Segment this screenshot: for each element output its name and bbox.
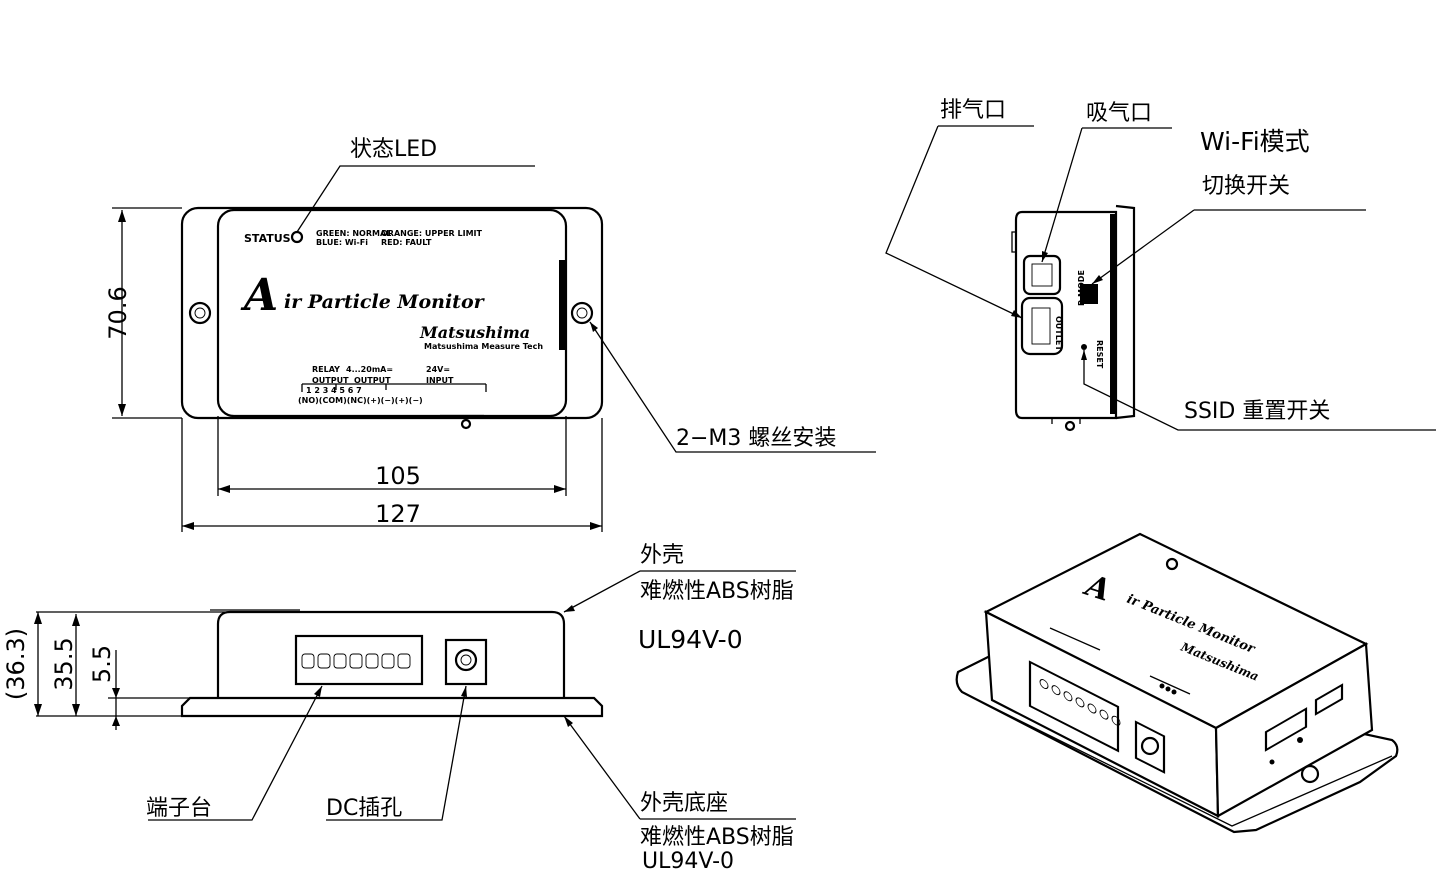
svg-text:RESET: RESET xyxy=(1095,340,1104,369)
ssid-reset-label: SSID 重置开关 xyxy=(1184,399,1330,424)
input-text: INPUT xyxy=(426,376,454,385)
iso-exhaust xyxy=(1264,707,1308,752)
exhaust-label: 排气口 xyxy=(940,98,1006,123)
product-logo-a: A xyxy=(240,270,278,321)
side-view: OUTLET P-MODE RESET 排气口 吸气口 Wi-Fi模式 切换开关… xyxy=(885,98,1436,432)
iso-intake xyxy=(1314,683,1344,716)
dim-case-height: 35.5 xyxy=(50,637,78,690)
mount-hole-left xyxy=(188,301,212,325)
legend-red: RED: FAULT xyxy=(381,238,432,247)
voltage-text: 24V= xyxy=(426,365,450,374)
dc-jack xyxy=(444,638,488,686)
output-text-1: OUTPUT xyxy=(312,376,349,385)
top-view: STATUS GREEN: NORMAL ORANGE: UPPER LIMIT… xyxy=(104,137,876,532)
legend-green: GREEN: NORMAL xyxy=(316,229,391,238)
svg-text:P-MODE: P-MODE xyxy=(1077,270,1086,306)
brand-sub: Matsushima Measure Tech xyxy=(424,342,543,351)
mount-hole-right xyxy=(570,301,594,325)
relay-text: RELAY xyxy=(312,365,340,374)
mount-label: 2−M3 螺丝安装 xyxy=(676,426,836,451)
side-window xyxy=(559,260,566,350)
base-material: 难燃性ABS树脂 xyxy=(640,825,794,850)
dc-jack-label: DC插孔 xyxy=(326,796,402,821)
case-title: 外壳 xyxy=(640,543,684,568)
iso-dc-jack xyxy=(1134,720,1166,774)
status-led-label: 状态LED xyxy=(350,137,437,162)
base-title: 外壳底座 xyxy=(640,791,728,816)
ssid-reset-button xyxy=(1081,344,1087,350)
front-case xyxy=(216,610,566,698)
wifi-switch xyxy=(1080,284,1098,304)
iso-base xyxy=(955,652,1399,834)
legend-blue: BLUE: Wi-Fi xyxy=(316,238,368,247)
case-grade: UL94V-0 xyxy=(638,625,743,654)
base-grade: UL94V-0 xyxy=(642,849,734,874)
iso-terminal-block xyxy=(1028,660,1120,753)
legend-orange: ORANGE: UPPER LIMIT xyxy=(381,229,483,238)
side-case xyxy=(1014,210,1118,420)
product-logo-name: ir Particle Monitor xyxy=(284,291,486,313)
isometric-view: A ir Particle Monitor Matsushima xyxy=(955,532,1399,834)
iso-right xyxy=(1214,642,1374,818)
output-text-2: OUTPUT xyxy=(354,376,391,385)
exhaust-port xyxy=(1020,296,1064,356)
current-text: 4...20mA= xyxy=(346,365,393,374)
intake-label: 吸气口 xyxy=(1086,101,1152,126)
svg-text:(NO)(COM)(NC)(+)(−)(+)(−): (NO)(COM)(NC)(+)(−)(+)(−) xyxy=(298,396,423,405)
dim-height: 70.6 xyxy=(104,286,132,339)
terminal-slots xyxy=(301,653,411,669)
front-base xyxy=(180,696,604,718)
wifi-mode-label-1: Wi-Fi模式 xyxy=(1200,127,1310,156)
terminal-numbers: 1 2 3 4 5 6 7 xyxy=(306,386,362,395)
dim-total-height: (36.3) xyxy=(2,628,30,700)
dim-inner-width: 105 xyxy=(375,462,421,490)
status-text: STATUS xyxy=(244,232,291,245)
terminal-label: 端子台 xyxy=(146,796,212,821)
svg-text:OUTLET: OUTLET xyxy=(1054,316,1063,351)
dim-base-height: 5.5 xyxy=(88,645,116,683)
wifi-mode-label-2: 切换开关 xyxy=(1202,174,1290,199)
front-view: (36.3) 35.5 5.5 外壳 难燃性ABS树脂 UL94V-0 端子台 … xyxy=(2,543,796,874)
dim-outer-width: 127 xyxy=(375,500,421,528)
brand-logo: Matsushima xyxy=(419,323,530,342)
case-material: 难燃性ABS树脂 xyxy=(640,579,794,604)
mounting-flange xyxy=(180,206,604,420)
terminal-block xyxy=(294,634,424,686)
